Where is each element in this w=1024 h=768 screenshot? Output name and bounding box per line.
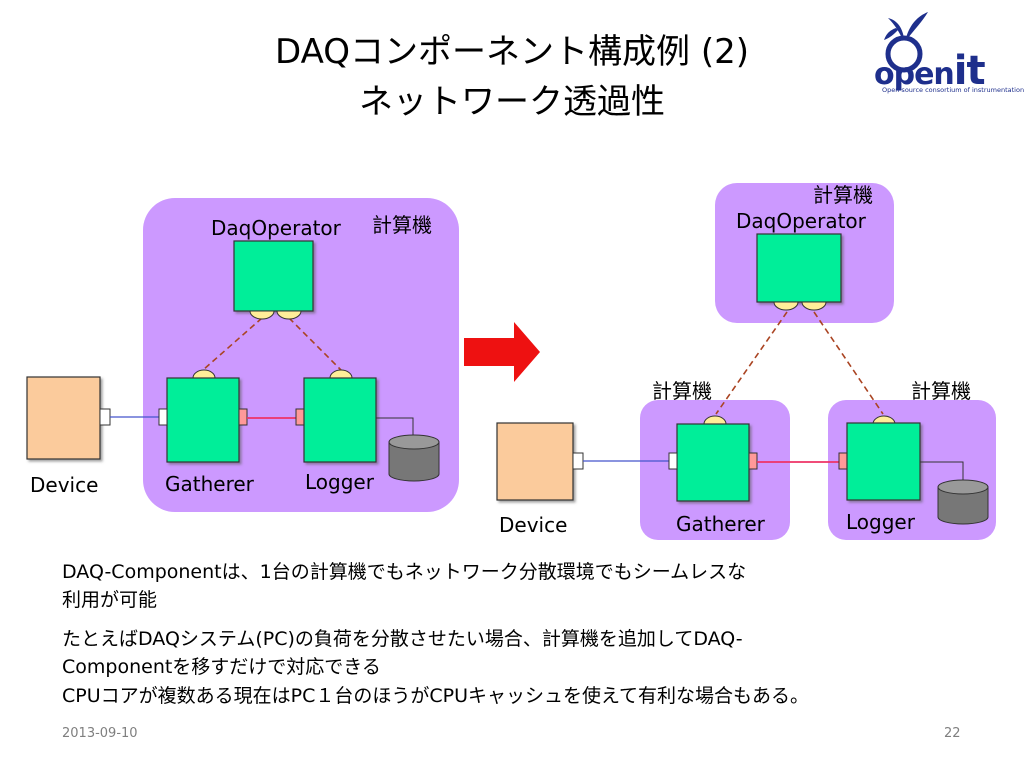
right-operator-port-2 xyxy=(801,301,827,311)
right-control-link-logger xyxy=(813,311,884,415)
sprout-icon xyxy=(884,12,928,73)
right-logger-label: Logger xyxy=(846,510,915,534)
slide-title-line2: ネットワーク透過性 xyxy=(359,82,665,122)
right-gatherer-port-top xyxy=(703,415,727,425)
right-gatherer-box xyxy=(676,423,750,502)
left-control-link-gatherer xyxy=(202,317,263,371)
left-gatherer-box xyxy=(166,377,240,463)
left-daqoperator-box xyxy=(233,240,314,312)
left-operator-label: DaqOperator xyxy=(211,216,341,240)
right-gatherer-label: Gatherer xyxy=(676,512,765,536)
left-logger-port-top xyxy=(329,369,353,379)
footer-date: 2013-09-10 xyxy=(62,726,138,741)
right-gatherer-computer-label: 計算機 xyxy=(652,379,712,403)
right-device-port xyxy=(572,452,584,470)
right-logger-in-port xyxy=(838,452,848,470)
right-daqoperator-box xyxy=(756,233,842,303)
right-operator-port-1 xyxy=(773,301,799,311)
left-device-box xyxy=(26,376,101,460)
footer-page-number: 22 xyxy=(944,726,961,741)
left-gatherer-in-port xyxy=(158,408,168,426)
logo-tagline: Open source consortium of instrumentatio… xyxy=(882,86,1024,94)
slide-title-line1: DAQコンポーネント構成例 (2) xyxy=(275,32,749,72)
right-gatherer-in-port xyxy=(668,452,678,470)
right-gatherer-out-port xyxy=(748,452,758,470)
right-control-link-gatherer xyxy=(715,311,788,415)
left-device-label: Device xyxy=(30,473,99,497)
body-line-2: 利用が可能 xyxy=(62,589,158,611)
right-logger-box xyxy=(846,422,921,501)
right-operator-label: DaqOperator xyxy=(736,209,866,233)
left-logger-disk-link xyxy=(376,417,414,438)
left-computer-label: 計算機 xyxy=(372,213,432,237)
left-control-link-logger xyxy=(288,317,342,371)
openit-logo: openit Open source consortium of instrum… xyxy=(872,8,1024,100)
right-logger-computer-label: 計算機 xyxy=(911,379,971,403)
left-logger-box xyxy=(303,377,377,463)
left-device-port xyxy=(99,408,111,426)
right-device-label: Device xyxy=(499,513,568,537)
body-line-5: CPUコアが複数ある現在はPC１台のほうがCPUキャッシュを使えて有利な場合もあ… xyxy=(62,685,810,707)
right-device-box xyxy=(496,422,574,501)
transition-arrow-icon xyxy=(464,322,540,382)
body-line-4: Componentを移すだけで対応できる xyxy=(62,656,381,678)
left-logger-label: Logger xyxy=(305,470,374,494)
left-disk-icon xyxy=(388,434,440,482)
logo-wordmark: openit xyxy=(874,48,986,94)
left-gatherer-port-top xyxy=(192,369,216,379)
left-operator-port-2 xyxy=(276,310,302,320)
body-line-1: DAQ-Componentは、1台の計算機でもネットワーク分散環境でもシームレス… xyxy=(62,561,747,583)
left-gatherer-label: Gatherer xyxy=(165,472,254,496)
body-line-3: たとえばDAQシステム(PC)の負荷を分散させたい場合、計算機を追加してDAQ- xyxy=(62,628,743,650)
right-operator-computer-label: 計算機 xyxy=(813,183,873,207)
right-disk-icon xyxy=(937,479,989,525)
left-gatherer-out-port xyxy=(238,408,248,426)
right-logger-disk-link xyxy=(920,461,964,483)
left-logger-in-port xyxy=(295,408,305,426)
left-operator-port-1 xyxy=(249,310,275,320)
